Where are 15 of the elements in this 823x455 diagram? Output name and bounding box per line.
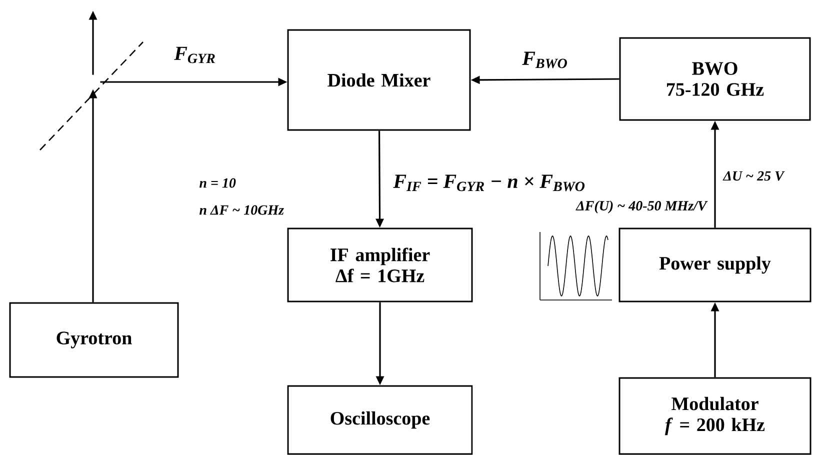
edge-label: F$_{IF}$ = F$_{GYR}$ − n × F$_{BWO}$	[393, 174, 585, 192]
annotation: ΔU ~ 25 V	[722, 171, 785, 181]
block-box: Power supply	[618, 228, 812, 302]
block-box: Gyrotron	[9, 302, 179, 378]
block-box: Diode Mixer	[287, 29, 471, 131]
edge-label: F$_{GYR}$	[174, 46, 215, 64]
beam-splitter	[40, 42, 144, 150]
annotation: ΔF(U) ~ 40-50 MHz/V	[576, 200, 708, 214]
edge-label: F$_{BWO}$	[522, 52, 567, 68]
block-box: Modulator f = 200 kHz	[618, 377, 812, 455]
annotation: n ΔF ~ 10GHz	[200, 205, 284, 215]
block-box: Oscilloscope	[287, 385, 473, 455]
block-box: IF amplifier Δf = 1GHz	[287, 228, 473, 302]
annotation: n = 10	[200, 178, 236, 188]
block-box: BWO 75-120 GHz	[619, 37, 811, 121]
